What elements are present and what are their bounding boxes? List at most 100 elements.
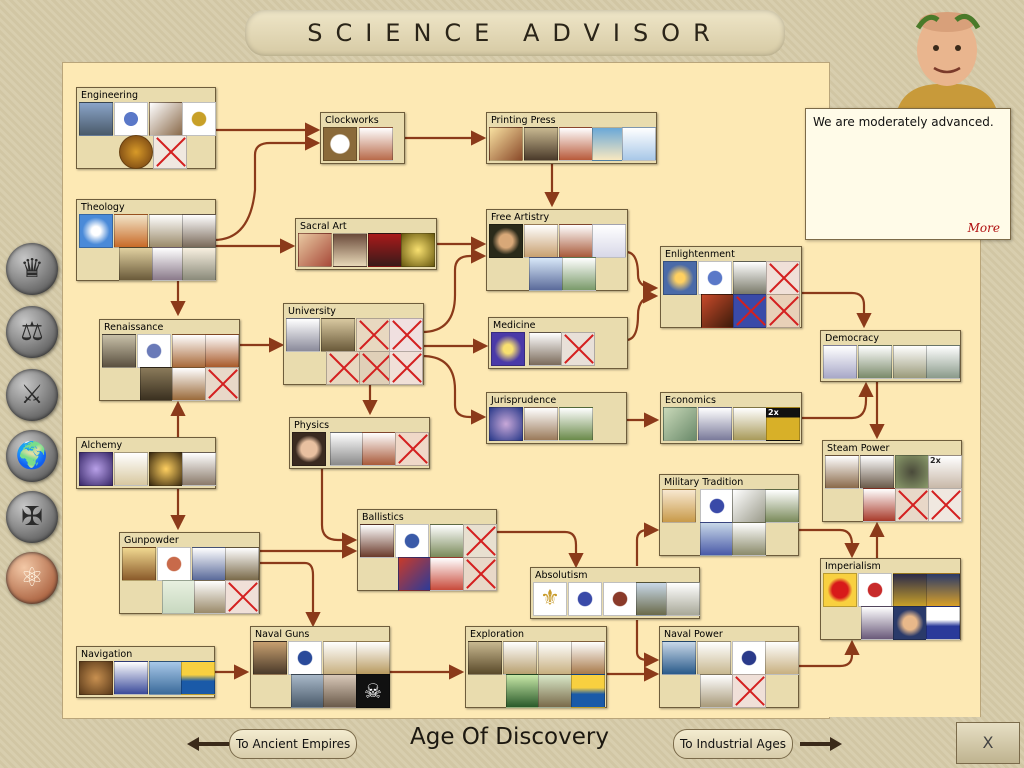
warship-icon — [356, 641, 390, 675]
laboratory-icon — [182, 452, 216, 486]
tech-enlightenment[interactable]: Enlightenment — [660, 246, 802, 328]
carrack-icon — [538, 641, 572, 675]
press-machine-icon — [489, 127, 523, 161]
temple-icon — [182, 214, 216, 248]
powder-icon — [162, 580, 196, 614]
tech-engineering[interactable]: Engineering — [76, 87, 216, 169]
tech-medicine[interactable]: Medicine — [488, 317, 628, 369]
knight-icon — [430, 557, 464, 591]
school-obsolete-icon — [356, 318, 390, 352]
dome-icon — [330, 432, 364, 466]
tech-naval-power[interactable]: Naval Power — [659, 626, 799, 708]
tech-steam-power[interactable]: Steam Power 2x — [822, 440, 962, 522]
tech-name: Democracy — [825, 333, 880, 344]
tech-university[interactable]: University — [283, 303, 424, 385]
soldier-icon — [137, 334, 171, 368]
cathedral-icon — [194, 580, 228, 614]
tech-name: Theology — [81, 202, 125, 213]
grenadier-icon — [395, 524, 429, 558]
cathedral-icon — [149, 214, 183, 248]
oracle-obsolete-icon — [733, 294, 767, 328]
banknote-icon — [663, 407, 697, 441]
tech-printing-press[interactable]: Printing Press — [486, 112, 657, 164]
mona-lisa-icon — [489, 224, 523, 258]
market-icon — [172, 334, 206, 368]
globe-icon[interactable]: 🌍 — [6, 430, 58, 482]
scholar-obsolete-icon — [389, 318, 423, 352]
tech-name: Naval Power — [664, 629, 723, 640]
justice-statue-icon — [489, 407, 523, 441]
newspaper-icon — [592, 127, 626, 161]
shrine-obsolete-icon — [766, 294, 800, 328]
tech-navigation[interactable]: Navigation — [76, 646, 215, 698]
general-icon — [893, 606, 927, 640]
tech-name: Ballistics — [362, 512, 404, 523]
tech-renaissance[interactable]: Renaissance — [99, 319, 240, 401]
tech-naval-guns[interactable]: Naval Guns ☠ — [250, 626, 390, 708]
buddha-icon — [401, 233, 435, 267]
window-title: SCIENCE ADVISOR — [307, 19, 723, 47]
governor-mansion-icon — [861, 606, 895, 640]
parliament-icon — [858, 345, 892, 379]
more-link[interactable]: More — [967, 221, 1000, 235]
guard-icon — [568, 582, 602, 616]
tech-name: Medicine — [493, 320, 536, 331]
crystal-ball-icon — [79, 452, 113, 486]
observatory-icon — [140, 367, 174, 401]
crossed-swords-icon[interactable]: ⚔ — [6, 369, 58, 421]
scientist-portrait-icon — [292, 432, 326, 466]
chapel-icon — [333, 233, 367, 267]
monastery-icon — [152, 247, 186, 281]
tech-absolutism[interactable]: Absolutism ⚜ — [530, 567, 700, 619]
fort-icon — [430, 524, 464, 558]
clock-icon — [323, 127, 357, 161]
tech-name: Alchemy — [81, 440, 123, 451]
close-button[interactable]: X — [956, 722, 1020, 764]
caduceus-icon — [491, 332, 525, 366]
tech-name: Military Tradition — [664, 477, 744, 488]
tech-jurisprudence[interactable]: Jurisprudence — [486, 392, 627, 444]
tech-physics[interactable]: Physics — [289, 417, 430, 469]
tech-name: Engineering — [81, 90, 138, 101]
bonus-badge: 2x — [768, 408, 779, 417]
musketeer-icon — [157, 547, 191, 581]
scroll-icon — [114, 452, 148, 486]
officer-icon — [700, 489, 734, 523]
fleur-de-lis-icon: ⚜ — [533, 582, 567, 616]
tech-imperialism[interactable]: Imperialism — [820, 558, 961, 640]
steam-engine-icon — [825, 455, 859, 489]
atom-icon[interactable]: ⚛ — [6, 552, 58, 604]
tech-theology[interactable]: Theology — [76, 199, 216, 281]
colonial-trade-icon — [893, 573, 927, 607]
tech-free-artistry[interactable]: Free Artistry — [486, 209, 628, 291]
windmill-icon — [79, 102, 113, 136]
monument-icon — [926, 573, 960, 607]
watermill-obsolete-icon — [895, 488, 929, 522]
to-ancient-empires-button[interactable]: To Ancient Empires — [229, 729, 358, 759]
tech-gunpowder[interactable]: Gunpowder — [119, 532, 260, 614]
tech-name: Free Artistry — [491, 212, 550, 223]
to-industrial-ages-button[interactable]: To Industrial Ages — [673, 729, 794, 759]
tech-democracy[interactable]: Democracy — [820, 330, 961, 382]
ship-cannon-icon — [253, 641, 287, 675]
tech-clockworks[interactable]: Clockworks — [320, 112, 405, 164]
hospital-icon — [529, 332, 563, 366]
coastal-fort-icon — [291, 674, 325, 708]
tech-alchemy[interactable]: Alchemy — [76, 437, 216, 489]
knight-obsolete-icon — [225, 580, 259, 614]
pirate-flag-icon: ☠ — [356, 674, 390, 708]
scales-icon[interactable]: ⚖ — [6, 306, 58, 358]
tech-name: Naval Guns — [255, 629, 310, 640]
celtic-cross-icon[interactable]: ✠ — [6, 491, 58, 543]
tech-name: Steam Power — [827, 443, 890, 454]
tech-ballistics[interactable]: Ballistics — [357, 509, 497, 591]
ship-of-the-line-icon — [662, 641, 696, 675]
tech-exploration[interactable]: Exploration — [465, 626, 607, 708]
tab-glyph: ♛ — [20, 254, 44, 284]
crown-icon[interactable]: ♛ — [6, 243, 58, 295]
brick-house-icon — [559, 127, 593, 161]
tech-sacral-art[interactable]: Sacral Art — [295, 218, 437, 270]
tech-economics[interactable]: Economics 2x — [660, 392, 802, 444]
tech-military-tradition[interactable]: Military Tradition — [659, 474, 799, 556]
military-academy-icon — [765, 489, 799, 523]
